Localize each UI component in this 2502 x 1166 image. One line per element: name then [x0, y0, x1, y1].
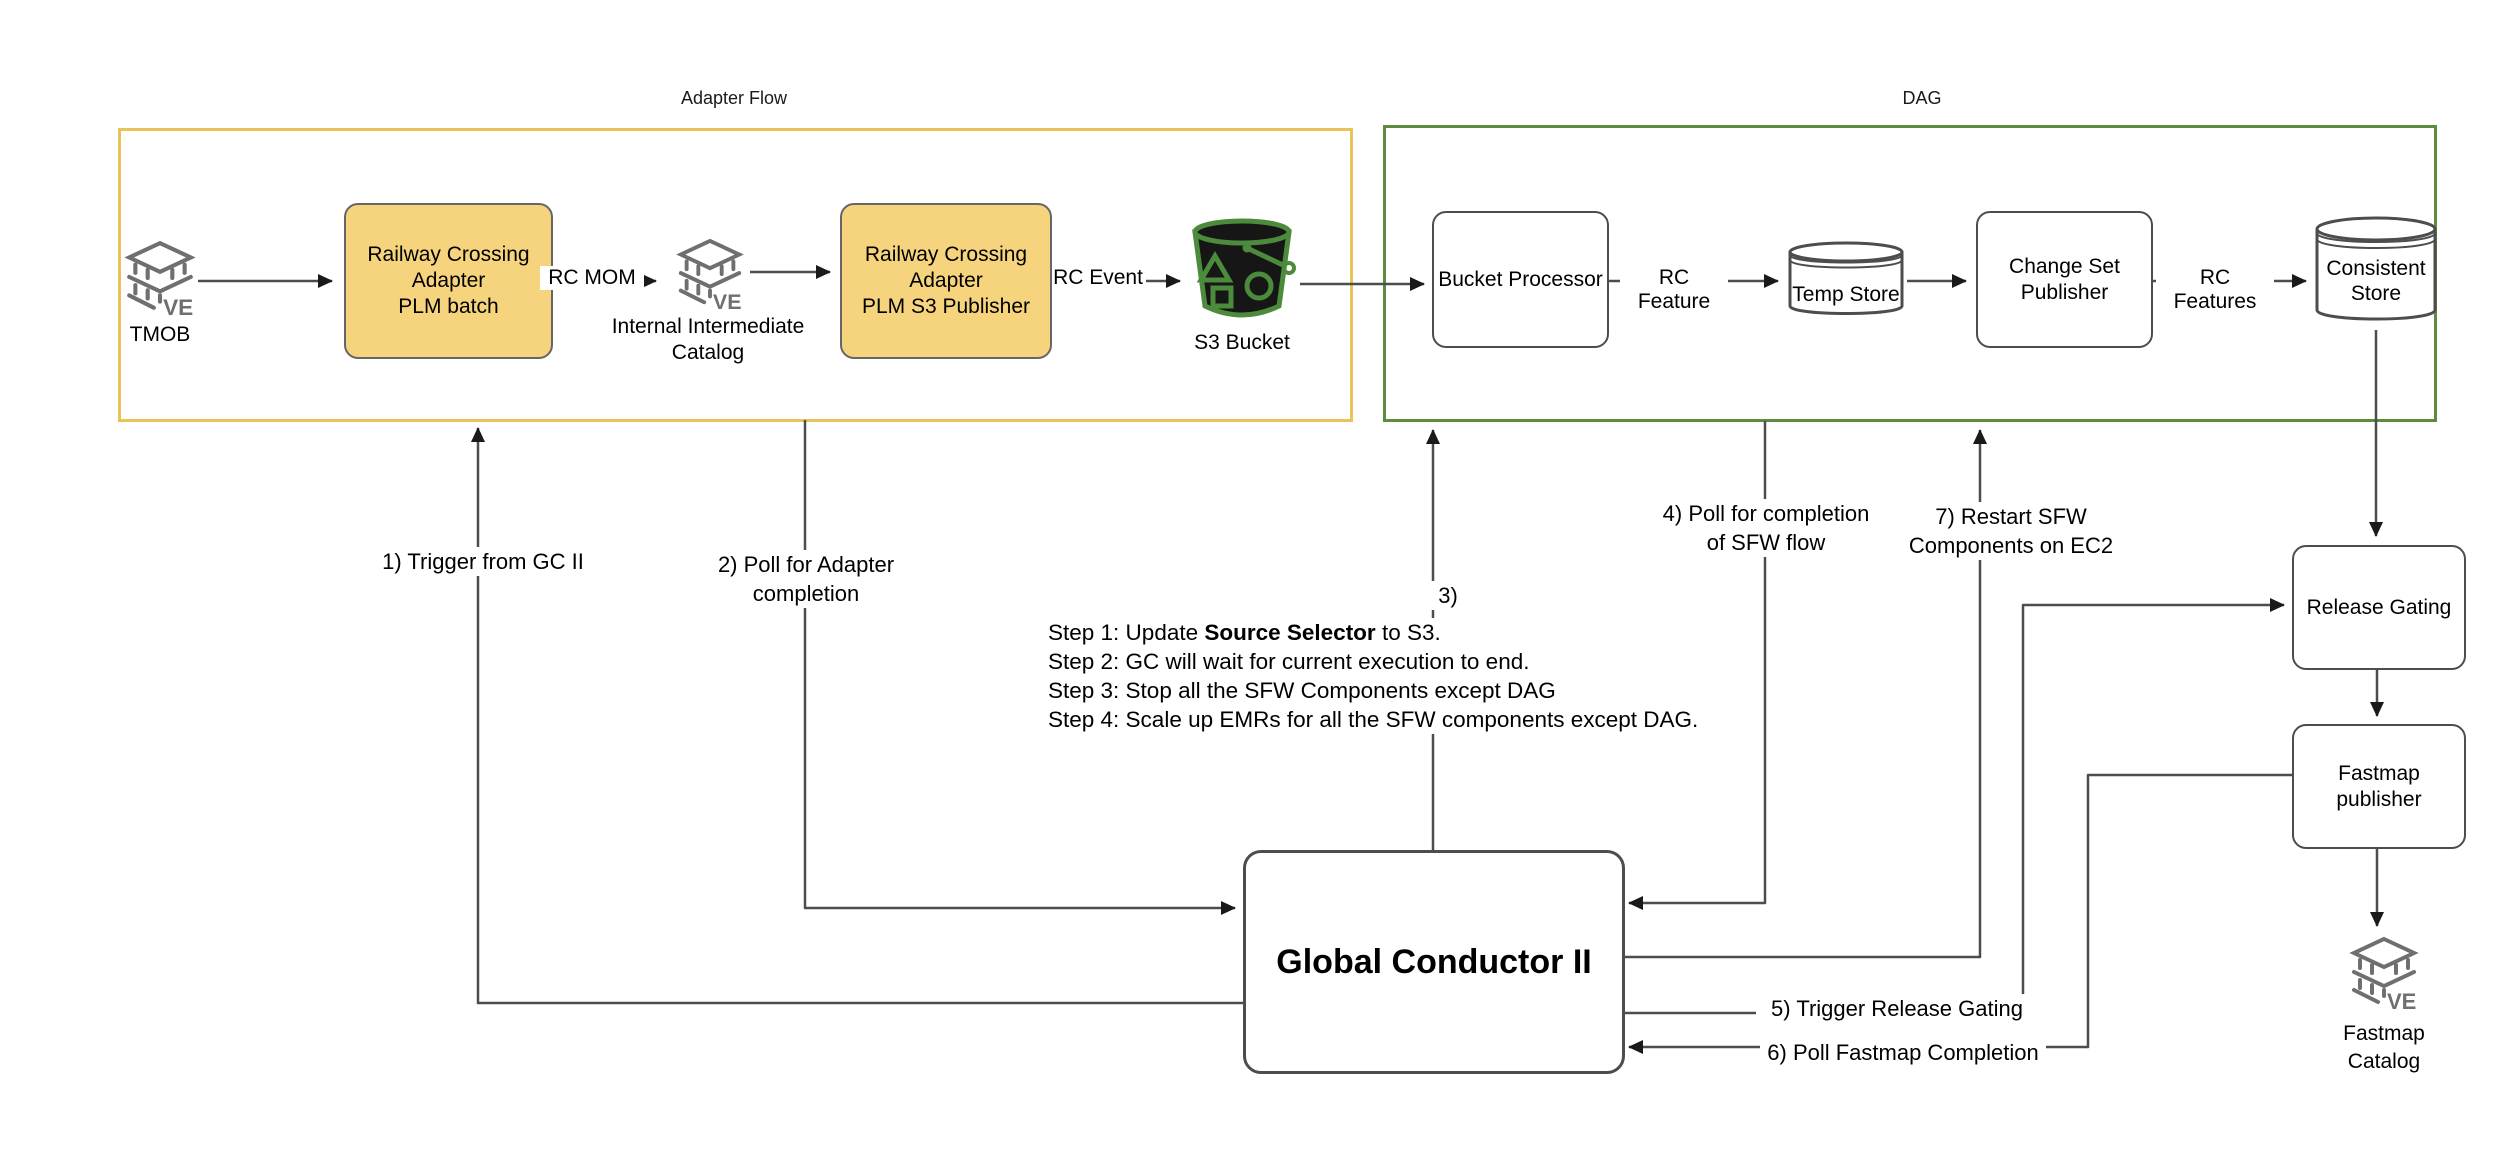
node-line: Adapter: [411, 269, 486, 292]
steps-annotation: Step 1: Update Source Selector to S3. St…: [1048, 618, 1762, 734]
tmob-label: TMOB: [129, 323, 191, 346]
step-4: Step 4: Scale up EMRs for all the SFW co…: [1048, 707, 1699, 732]
step-1: Step 1: Update Source Selector to S3.: [1048, 620, 1441, 645]
label-5-trigger-release-gating: 5) Trigger Release Gating: [1756, 994, 2038, 1023]
edge-label-rc-feature: RC Feature: [1620, 266, 1728, 314]
s3-bucket-label: S3 Bucket: [1194, 331, 1290, 354]
node-railway-crossing-adapter-plm-s3-publisher: Railway Crossing Adapter PLM S3 Publishe…: [840, 203, 1052, 359]
label-3: 3): [1430, 581, 1466, 610]
edge-label-rc-event: RC Event: [1052, 266, 1144, 290]
adapter-flow-container: [118, 128, 1353, 422]
edge-label-rc-mom: RC MOM: [540, 266, 644, 290]
node-fastmap-publisher: Fastmap publisher: [2292, 724, 2466, 849]
internal-intermediate-catalog-label: Internal Intermediate Catalog: [611, 315, 805, 364]
edge-4-poll-sfw: [1628, 421, 1767, 910]
node-change-set-publisher: Change Set Publisher: [1976, 211, 2153, 348]
adapter-flow-title: Adapter Flow: [680, 88, 788, 108]
node-global-conductor-ii: Global Conductor II: [1243, 850, 1625, 1074]
temp-store-cylinder: [1785, 238, 1907, 329]
label-7-restart-sfw: 7) Restart SFW Components on EC2: [1880, 502, 2142, 560]
tmob-catalog-icon: VE: [122, 240, 198, 323]
label-2-poll-adapter: 2) Poll for Adapter completion: [666, 550, 946, 608]
node-railway-crossing-adapter-plm-batch: Railway Crossing Adapter PLM batch: [344, 203, 553, 359]
node-release-gating: Release Gating: [2292, 545, 2466, 670]
node-line: PLM S3 Publisher: [861, 295, 1031, 318]
fastmap-catalog-icon: VE: [2348, 936, 2420, 1017]
consistent-store-label: Consistent Store: [2326, 257, 2426, 305]
dag-title: DAG: [1902, 88, 1942, 108]
fastmap-catalog-label: Fastmap Catalog: [2343, 1022, 2425, 1073]
consistent-store-cylinder: [2312, 212, 2440, 337]
edge-label-rc-features: RC Features: [2156, 266, 2274, 314]
node-line: PLM batch: [398, 295, 499, 318]
svg-text:VE: VE: [713, 290, 742, 312]
step-3: Step 3: Stop all the SFW Components exce…: [1048, 678, 1556, 703]
step-2: Step 2: GC will wait for current executi…: [1048, 649, 1530, 674]
s3-bucket-icon: [1185, 214, 1299, 331]
svg-text:VE: VE: [163, 295, 193, 318]
label-1-trigger-from-gc: 1) Trigger from GC II: [372, 547, 594, 576]
node-bucket-processor: Bucket Processor: [1432, 211, 1609, 348]
temp-store-label: Temp Store: [1792, 283, 1900, 306]
node-line: Railway Crossing: [367, 243, 530, 266]
node-line: Railway Crossing: [864, 243, 1028, 266]
node-line: Adapter: [909, 269, 983, 292]
label-4-poll-sfw: 4) Poll for completion of SFW flow: [1646, 499, 1886, 557]
label-6-poll-fastmap: 6) Poll Fastmap Completion: [1760, 1038, 2046, 1067]
internal-intermediate-catalog-icon: VE: [674, 238, 746, 317]
edge-7-restart-sfw: [1619, 429, 1987, 959]
edge-1-trigger-from-gc: [471, 427, 1243, 1005]
svg-text:VE: VE: [2387, 989, 2416, 1012]
